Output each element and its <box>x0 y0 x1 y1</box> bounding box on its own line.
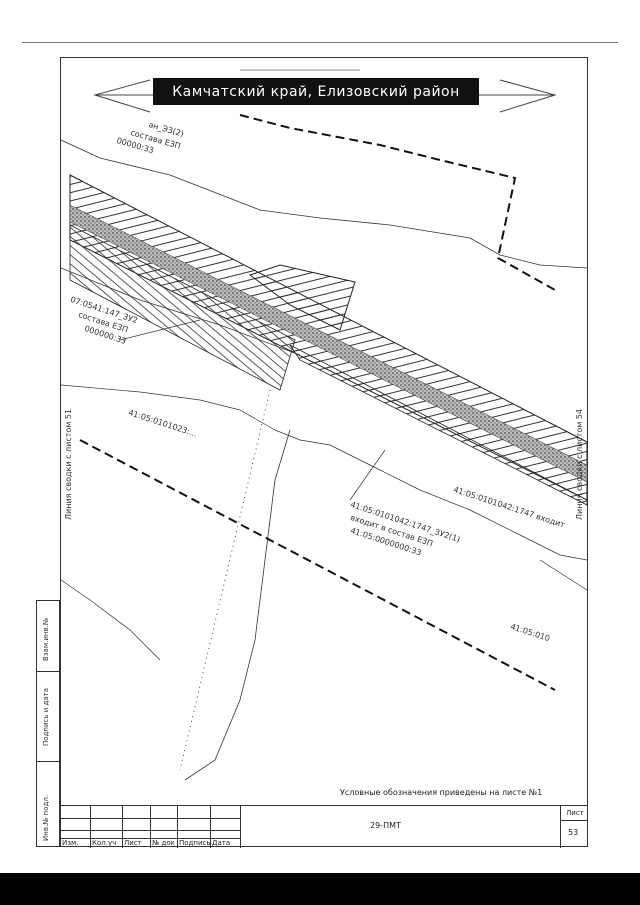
tb-col-change: Изм. <box>62 839 79 847</box>
stipple-band <box>69 204 587 483</box>
title-block: Изм. Кол.уч Лист № док Подпись Дата 29-П… <box>60 805 588 848</box>
stamp-cell-2 <box>37 671 59 762</box>
dashed-parcel-boundary <box>239 114 556 291</box>
tb-col-doc: № док <box>152 839 175 847</box>
stamp-cell-1 <box>37 601 59 672</box>
left-stamp: Взам.инв.№ Подпись и дата Инв.№ подл. <box>36 600 60 847</box>
diagonal-hatch-area <box>69 224 296 391</box>
river-line <box>184 429 291 781</box>
stamp-replacement-inv: Взам.инв.№ <box>42 617 50 661</box>
tb-sheet-label: Лист <box>566 809 584 817</box>
tb-sheet-number: 53 <box>568 828 579 837</box>
region-banner-text: Камчатский край, Елизовский район <box>172 83 460 100</box>
scan-black-bar <box>0 873 640 905</box>
lower-hatch-area <box>289 344 587 506</box>
tb-col-sign: Подпись <box>179 839 211 847</box>
match-line-left: Линия сводки с листом 51 <box>64 408 73 520</box>
sheet-frame <box>60 57 588 847</box>
stamp-signature-date: Подпись и дата <box>42 688 50 746</box>
match-line-right: Линия сводки с листом 54 <box>575 408 584 520</box>
tb-col-qty: Кол.уч <box>92 839 117 847</box>
stamp-original-inv: Инв.№ подл. <box>42 794 50 841</box>
tb-col-date: Дата <box>212 839 231 847</box>
tb-col-sheet: Лист <box>124 839 142 847</box>
dotted-line <box>179 389 271 771</box>
upper-boundary <box>61 139 587 269</box>
top-rule <box>22 42 618 43</box>
dashed-lower-boundary <box>79 439 556 691</box>
legend-note: Условные обозначения приведены на листе … <box>340 788 543 797</box>
bulge-area <box>248 264 356 331</box>
tb-doc-code: 29-ПМТ <box>370 821 401 830</box>
region-banner: Камчатский край, Елизовский район <box>153 78 479 105</box>
